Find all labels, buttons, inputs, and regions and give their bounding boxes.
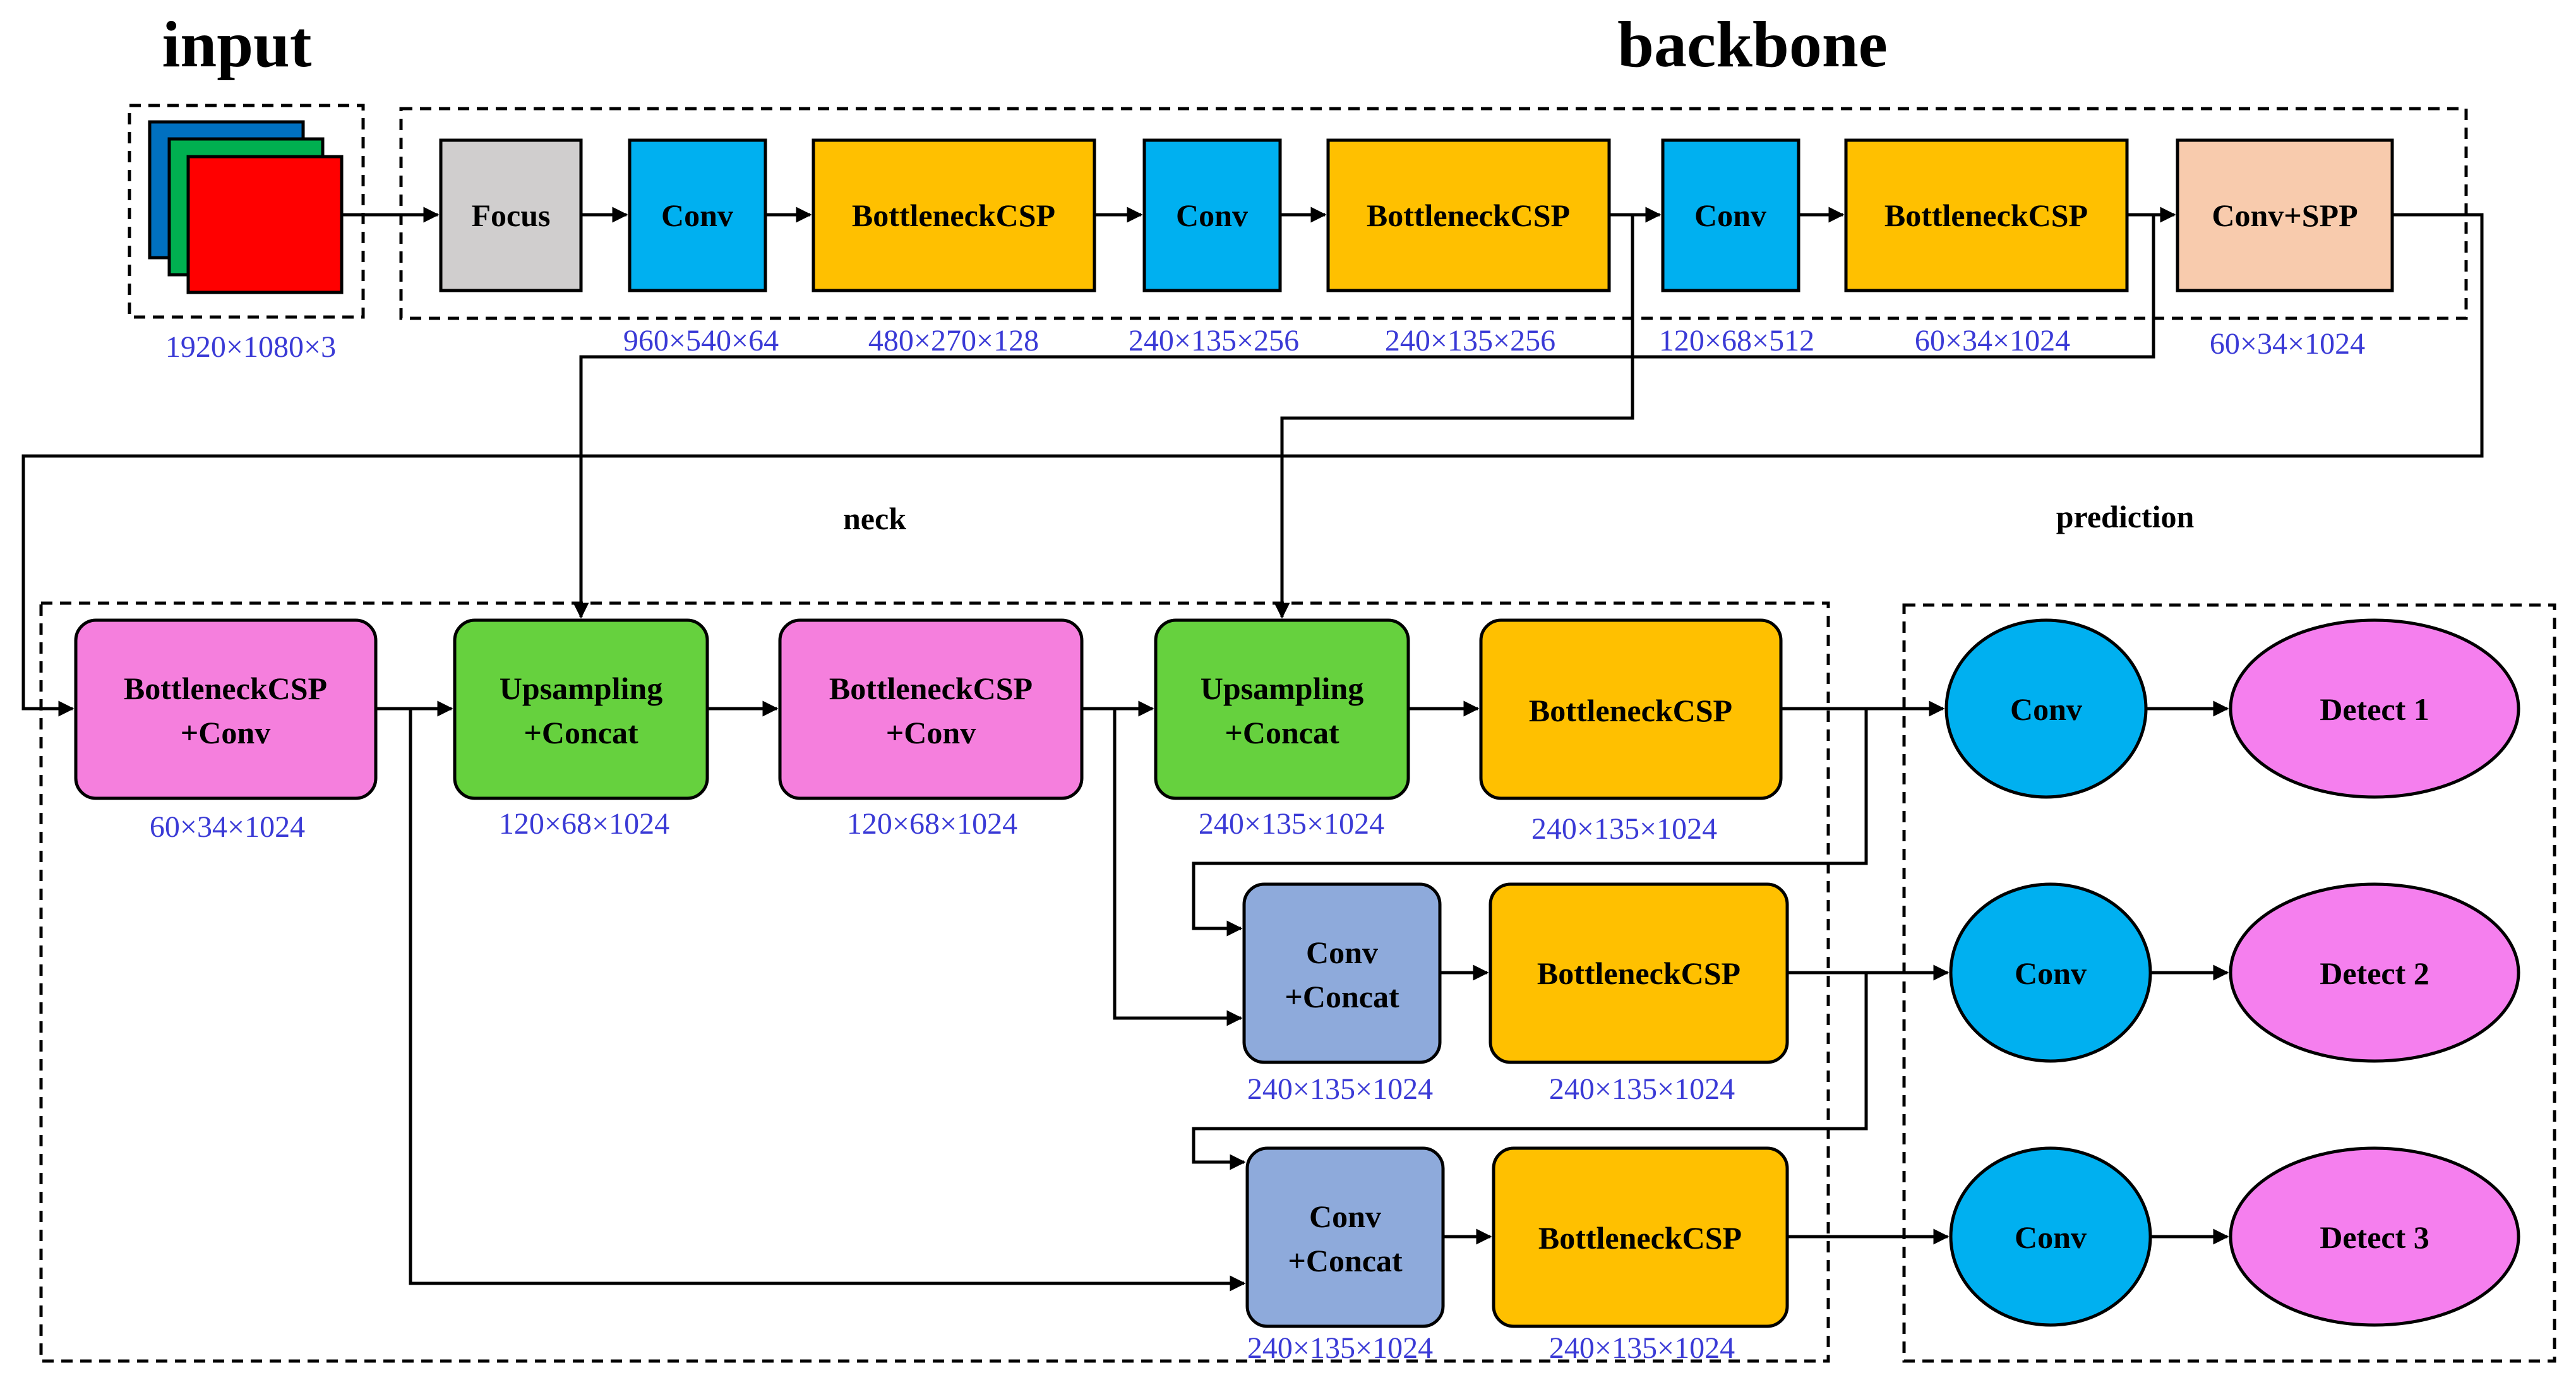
backbone-csp2-block xyxy=(1326,138,1611,292)
detect1-label: Detect 1 xyxy=(2320,692,2429,727)
backbone-csp1-block xyxy=(812,138,1096,292)
neck-csp-c-label: BottleneckCSP xyxy=(1538,1220,1742,1256)
backbone-conv2-block xyxy=(1142,138,1282,292)
neck-csp-conv2-block xyxy=(778,618,1084,800)
neck-upsampling2-dims: 240×135×1024 xyxy=(1199,807,1384,841)
neck-conv-concat1-line1: Conv xyxy=(1306,935,1378,970)
arrow-csp3-skip-to-upsampling1 xyxy=(573,215,2155,619)
detect1-ellipse xyxy=(2229,618,2520,799)
neck-csp-conv1-block xyxy=(74,618,378,800)
prediction-frame xyxy=(1902,603,2556,1363)
neck-csp-conv2-line1: BottleneckCSP xyxy=(829,671,1033,706)
arrow-csp2-skip-to-upsampling2 xyxy=(1274,215,1634,619)
neck-upsampling1-dims: 120×68×1024 xyxy=(499,807,669,841)
neck-csp-conv1-line2: +Conv xyxy=(181,715,270,750)
neck-upsampling1-line1: Upsampling xyxy=(500,671,662,706)
neck-upsampling1-block xyxy=(453,618,709,800)
neck-csp-conv1-dims: 60×34×1024 xyxy=(150,810,305,844)
backbone-csp3-label: BottleneckCSP xyxy=(1884,198,2088,233)
backbone-conv3-dims: 120×68×512 xyxy=(1659,324,1814,357)
neck-csp-a-label: BottleneckCSP xyxy=(1529,693,1732,728)
prediction-title: prediction xyxy=(2056,499,2195,534)
detect2-ellipse xyxy=(2229,882,2520,1063)
backbone-spp-label: Conv+SPP xyxy=(2212,198,2357,233)
neck-conv-concat2-dims: 240×135×1024 xyxy=(1247,1331,1433,1365)
neck-conv-concat1-dims: 240×135×1024 xyxy=(1247,1072,1433,1106)
backbone-csp2-label: BottleneckCSP xyxy=(1367,198,1570,233)
detect2-label: Detect 2 xyxy=(2320,956,2429,991)
neck-csp-a-dims: 240×135×1024 xyxy=(1531,812,1717,846)
neck-csp-conv1-line1: BottleneckCSP xyxy=(124,671,327,706)
pred-conv2-label: Conv xyxy=(2015,956,2087,991)
input-frame xyxy=(128,104,365,319)
backbone-csp1-label: BottleneckCSP xyxy=(852,198,1055,233)
backbone-conv2-dims: 240×135×256 xyxy=(1129,324,1299,357)
neck-csp-c-dims: 240×135×1024 xyxy=(1549,1331,1735,1365)
neck-frame xyxy=(39,601,1830,1363)
backbone-conv1-label: Conv xyxy=(661,198,733,233)
backbone-csp2-dims: 240×135×256 xyxy=(1385,324,1555,357)
neck-upsampling1-line2: +Concat xyxy=(524,715,638,750)
backbone-conv2-label: Conv xyxy=(1176,198,1248,233)
arrow-csp-a-to-conv-concat1 xyxy=(1192,709,1868,937)
arrow-csp-conv2-to-conv-concat1 xyxy=(1113,709,1243,1026)
backbone-csp3-block xyxy=(1844,138,2129,292)
backbone-conv3-block xyxy=(1661,138,1800,292)
neck-csp-conv2-line2: +Conv xyxy=(886,715,976,750)
backbone-conv1-dims: 960×540×64 xyxy=(623,324,779,357)
arrow-csp-conv1-to-conv-concat2 xyxy=(409,709,1246,1292)
input-dims: 1920×1080×3 xyxy=(165,330,336,364)
pred-conv3-label: Conv xyxy=(2015,1220,2087,1255)
neck-conv-concat1-line2: +Concat xyxy=(1285,979,1399,1014)
neck-conv-concat1-block xyxy=(1242,882,1442,1064)
neck-upsampling2-block xyxy=(1154,618,1410,800)
arrow-spp-to-neck-csp-conv1 xyxy=(21,213,2484,717)
neck-conv-concat2-line2: +Concat xyxy=(1288,1243,1403,1278)
neck-upsampling2-line2: +Concat xyxy=(1225,715,1339,750)
backbone-csp1-dims: 480×270×128 xyxy=(868,324,1039,357)
backbone-conv1-block xyxy=(628,138,767,292)
backbone-title: backbone xyxy=(1617,8,1888,81)
focus-label: Focus xyxy=(472,198,551,233)
input-image-stack-icon xyxy=(148,120,344,294)
detect3-label: Detect 3 xyxy=(2320,1220,2429,1255)
input-title: input xyxy=(162,8,311,81)
neck-csp-conv2-dims: 120×68×1024 xyxy=(847,807,1017,841)
neck-title: neck xyxy=(843,501,906,536)
input-layer-red xyxy=(186,155,344,294)
neck-conv-concat2-line1: Conv xyxy=(1309,1199,1381,1234)
pred-conv1-label: Conv xyxy=(2010,692,2082,727)
detect3-ellipse xyxy=(2229,1146,2520,1327)
backbone-csp3-dims: 60×34×1024 xyxy=(1915,324,2070,357)
backbone-spp-dims: 60×34×1024 xyxy=(2210,327,2365,361)
neck-csp-b-dims: 240×135×1024 xyxy=(1549,1072,1735,1106)
connectors xyxy=(21,207,2484,1292)
neck-csp-b-label: BottleneckCSP xyxy=(1537,956,1740,991)
backbone-conv3-label: Conv xyxy=(1694,198,1766,233)
arrow-csp-b-to-conv-concat2 xyxy=(1192,973,1868,1170)
neck-upsampling2-line1: Upsampling xyxy=(1201,671,1363,706)
neck-conv-concat2-block xyxy=(1245,1146,1445,1328)
